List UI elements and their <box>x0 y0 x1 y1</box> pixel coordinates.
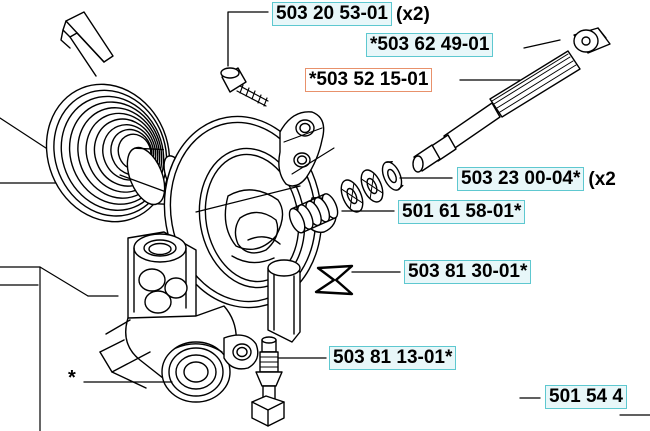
part-number-text: 501 61 58-01* <box>398 200 526 224</box>
part-number-text: 503 81 13-01* <box>329 346 457 370</box>
part-number-text: 503 81 30-01* <box>404 260 532 284</box>
washer-parts <box>340 160 453 213</box>
clutch-housing-body <box>99 111 337 403</box>
asterisk-marker-lower-left: * <box>68 367 76 389</box>
part-label-503-23-00-04[interactable]: 503 23 00-04* (x2 <box>457 167 616 191</box>
recoil-spring-assembly <box>45 11 190 223</box>
part-label-501-61-58-01[interactable]: 501 61 58-01* <box>398 200 529 224</box>
part-label-503-81-30-01[interactable]: 503 81 30-01* <box>404 260 535 284</box>
part-number-text: 503 20 53-01 <box>272 2 392 26</box>
part-number-text: 501 54 4 <box>545 385 627 409</box>
background-panel-lines <box>0 117 650 431</box>
part-number-text: *503 52 15-01 <box>305 68 433 92</box>
part-label-503-62-49-01[interactable]: *503 62 49-01 <box>366 33 497 57</box>
chevron-arrow-marker <box>314 264 401 296</box>
compression-spring-part <box>288 193 395 234</box>
hex-socket-screw-part <box>220 11 269 107</box>
drawing-strokes <box>0 11 650 431</box>
part-quantity-text: (x2) <box>396 3 430 25</box>
part-number-text: 503 23 00-04* <box>457 167 585 191</box>
part-label-503-52-15-01[interactable]: *503 52 15-01 <box>305 68 436 92</box>
part-number-text: *503 62 49-01 <box>366 33 494 57</box>
part-label-503-81-13-01[interactable]: 503 81 13-01* <box>329 346 460 370</box>
stud-and-nut-part <box>251 336 327 427</box>
splined-shaft-part <box>412 27 611 173</box>
part-quantity-text: (x2 <box>588 168 616 190</box>
part-label-501-54-41[interactable]: 501 54 4 <box>545 385 631 409</box>
part-label-503-20-53-01[interactable]: 503 20 53-01 (x2) <box>272 2 430 26</box>
